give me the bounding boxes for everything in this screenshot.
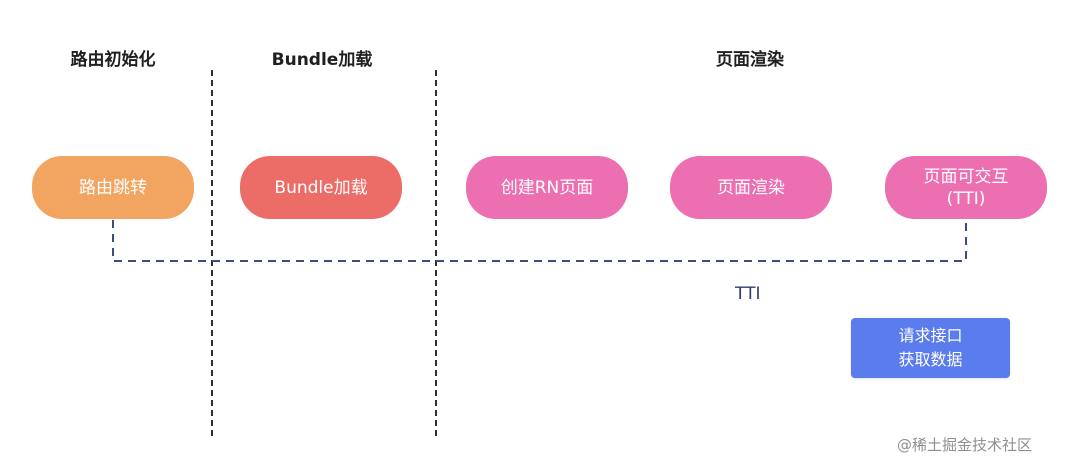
node-bundle-load-label: Bundle加载	[274, 177, 368, 198]
node-route-jump: 路由跳转	[32, 156, 194, 219]
node-page-interactive-line2: (TTI)	[946, 188, 986, 209]
node-create-rn-page-label: 创建RN页面	[500, 177, 594, 198]
tti-label: TTI	[735, 284, 761, 304]
phase-divider-2	[435, 70, 437, 436]
node-route-jump-label: 路由跳转	[79, 177, 147, 198]
watermark: @稀土掘金技术社区	[897, 436, 1033, 454]
phase-title-page-render: 页面渲染	[716, 50, 784, 70]
node-request-api: 请求接口 获取数据	[851, 318, 1010, 378]
node-request-api-line2: 获取数据	[898, 350, 963, 369]
node-page-interactive-line1: 页面可交互	[923, 166, 1009, 187]
node-bundle-load: Bundle加载	[240, 156, 402, 219]
phase-title-bundle-load: Bundle加载	[271, 50, 373, 70]
node-page-render: 页面渲染	[670, 156, 832, 219]
node-create-rn-page: 创建RN页面	[466, 156, 628, 219]
phase-divider-1	[211, 70, 213, 436]
phase-title-route-init: 路由初始化	[70, 50, 156, 70]
node-page-interactive: 页面可交互 (TTI)	[885, 156, 1047, 219]
tti-span-line	[112, 220, 967, 262]
node-request-api-line1: 请求接口	[898, 326, 963, 345]
node-page-render-label: 页面渲染	[717, 177, 785, 198]
